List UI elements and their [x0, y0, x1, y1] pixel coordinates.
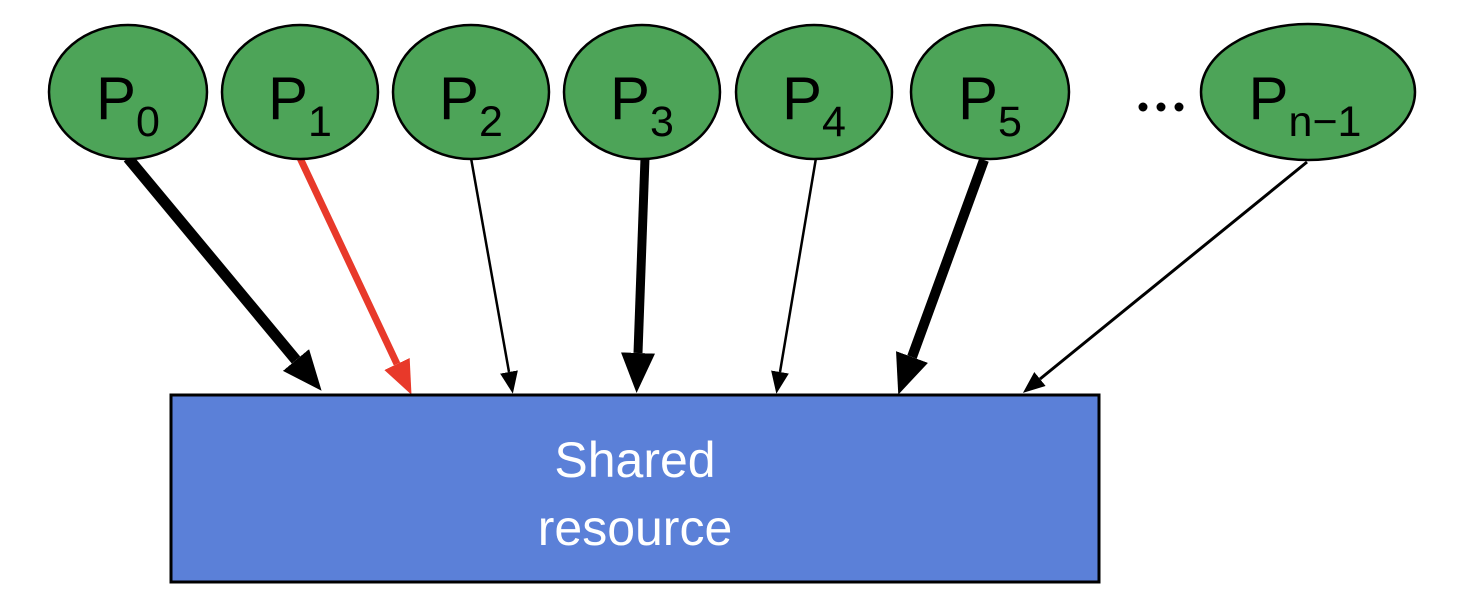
process-label-p5: P5	[958, 65, 1022, 146]
process-label-p0: P0	[96, 65, 160, 146]
arrow-p1-to-resource	[296, 156, 412, 395]
process-ellipse-p0	[47, 23, 209, 161]
process-label-p3: P3	[610, 65, 674, 146]
process-label-main: P	[96, 65, 136, 132]
process-label-main: P	[268, 65, 308, 132]
process-label-subscript: 3	[650, 98, 674, 146]
process-node-p5: P5	[909, 23, 1071, 161]
process-label-subscript: 0	[136, 98, 160, 146]
process-label-main: P	[610, 65, 650, 132]
process-label-subscript: 5	[998, 98, 1022, 146]
process-label-subscript: 1	[308, 98, 332, 146]
process-node-p4: P4	[734, 23, 894, 161]
process-label-p4: P4	[782, 65, 846, 146]
ellipsis-dot	[1138, 102, 1148, 112]
ellipsis-dot	[1174, 102, 1184, 112]
process-label-subscript: 2	[479, 98, 503, 146]
process-node-p0: P0	[47, 23, 209, 161]
process-ellipse-pn1	[1199, 22, 1417, 162]
arrow-p2-to-resource	[469, 157, 518, 394]
process-label-pn1: Pn−1	[1249, 65, 1362, 146]
process-node-pn1: Pn−1	[1199, 22, 1417, 162]
shared-resource-box: Shared resource	[169, 393, 1101, 584]
process-node-p2: P2	[391, 23, 551, 161]
process-label-main: P	[782, 65, 822, 132]
process-label-subscript: n−1	[1289, 98, 1362, 146]
process-ellipse-p4	[734, 23, 894, 161]
shared-resource-label-line2: resource	[538, 500, 733, 556]
process-node-p3: P3	[562, 23, 722, 161]
process-label-main: P	[958, 65, 998, 132]
arrow-p0-to-resource	[123, 154, 322, 391]
process-ellipse-p5	[909, 23, 1071, 161]
process-label-main: P	[439, 65, 479, 132]
process-label-p2: P2	[439, 65, 503, 146]
process-node-p1: P1	[220, 23, 380, 161]
process-ellipse-p2	[391, 23, 551, 161]
shared-resource-rect	[169, 393, 1101, 584]
arrow-p5-to-resource	[896, 158, 989, 395]
ellipsis-dots	[1138, 102, 1184, 112]
process-label-subscript: 4	[822, 98, 846, 146]
arrow-pn1-to-resource	[1022, 160, 1308, 393]
process-label-main: P	[1249, 65, 1289, 132]
shared-resource-label-line1: Shared	[554, 432, 715, 488]
arrow-p3-to-resource	[621, 157, 655, 393]
ellipsis-dot	[1156, 102, 1166, 112]
arrow-p4-to-resource	[771, 157, 818, 394]
process-label-p1: P1	[268, 65, 332, 146]
process-ellipse-p3	[562, 23, 722, 161]
process-ellipse-p1	[220, 23, 380, 161]
